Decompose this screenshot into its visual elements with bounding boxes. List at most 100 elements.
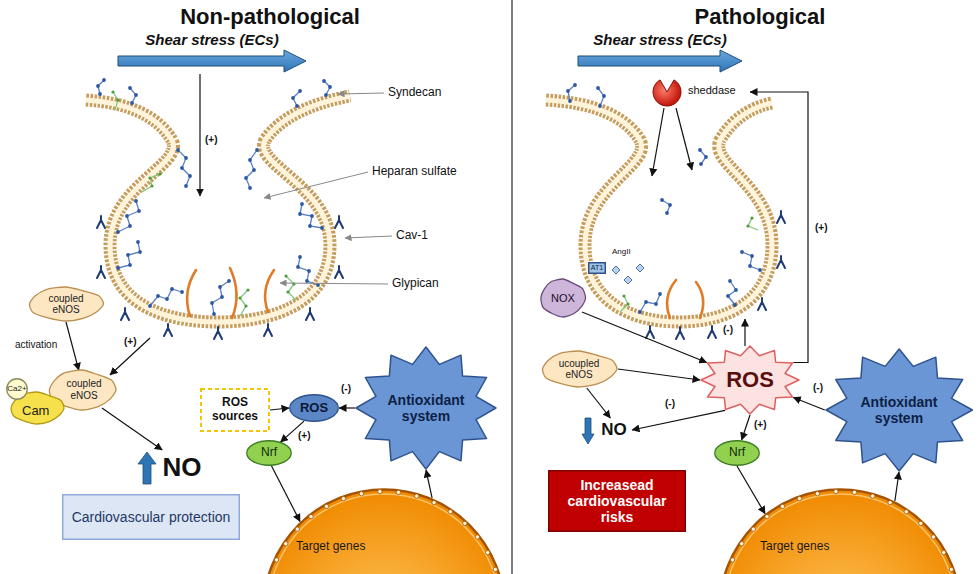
gag-chain: [142, 174, 160, 192]
connector: [632, 410, 725, 430]
node-text: Antioxidant system: [853, 394, 945, 426]
connector: [742, 415, 750, 440]
glypican-chain: [230, 268, 237, 318]
nucleus-shape: [919, 521, 923, 525]
label-slot: Pathological: [695, 4, 826, 29]
increase-arrow: [138, 452, 156, 484]
text-block: coupled eNOS: [35, 293, 97, 316]
nrf-ellipse: Nrf: [246, 440, 292, 466]
nucleus-shape: [931, 535, 935, 539]
nucleus-shape: [274, 558, 278, 562]
no-text: NO: [156, 450, 208, 486]
connector: [582, 312, 707, 363]
node-text: ucoupled eNOS: [548, 358, 610, 381]
gag-chain: [620, 296, 628, 312]
caveolin: [97, 266, 105, 278]
edge-label-slot: (-): [664, 398, 676, 409]
label-slot: Shear stress (ECs): [145, 31, 278, 48]
leader-line: [264, 172, 368, 198]
text-slot: Target genes: [760, 540, 829, 554]
edge-label: (+): [297, 430, 312, 441]
connector: [587, 388, 611, 418]
hs-chain: [150, 289, 182, 306]
edge-label-slot: (+): [814, 222, 829, 233]
connector: [618, 369, 700, 380]
node-text: Antioxidant system: [382, 392, 470, 424]
hs-chain: [118, 242, 140, 268]
enzyme-blob-shape: [542, 351, 617, 387]
node-text: sheddase: [688, 84, 736, 97]
text-block: ROS: [719, 367, 781, 392]
glypican-chain: [187, 270, 196, 316]
nucleus-shape: [780, 504, 784, 508]
antioxidant-star: Antioxidant system: [355, 346, 497, 470]
connector: [793, 398, 824, 411]
nucleus-outline: [262, 488, 506, 574]
caveolin: [121, 308, 129, 320]
nucleus-shape: [797, 496, 801, 500]
connector: [66, 322, 79, 370]
text-block: NO: [157, 453, 207, 483]
nucleus-shape: [852, 490, 856, 494]
nucleus-shape: [815, 491, 819, 495]
nucleus-shape: [724, 494, 956, 574]
label-slot: (+): [124, 336, 137, 348]
leader-lines: [264, 93, 392, 284]
nucleus-shape: [493, 567, 497, 571]
node-text: NOX: [544, 292, 582, 305]
ros-star: ROS: [700, 345, 800, 415]
part-label: Heparan sulfate: [372, 165, 457, 179]
part-label: AngII: [612, 247, 631, 256]
edge-label: (-): [812, 382, 824, 393]
text-block: Nrf: [720, 446, 754, 460]
arrow-label: Shear stress (ECs): [145, 31, 278, 48]
edge-label: (+): [753, 419, 768, 430]
node-text: Increasead cardiovascular risks: [555, 477, 679, 525]
hs-chain: [212, 281, 229, 314]
hs-chain: [598, 88, 604, 106]
connector: [737, 466, 765, 514]
nox-enzyme-shape: [541, 279, 586, 317]
panel-divider: [511, 0, 513, 574]
panel-title: Non-pathological: [180, 4, 360, 29]
nucleus-shape: [834, 489, 838, 493]
label-slot: Cav-1: [396, 229, 428, 243]
text-slot: Target genes: [296, 540, 365, 554]
hs-chain: [568, 85, 575, 101]
leader-line: [345, 236, 392, 238]
ros-ellipse-shape: [290, 395, 339, 422]
arrow-label: Shear stress (ECs): [593, 31, 726, 48]
edge-label-slot: (-): [340, 383, 352, 394]
source-box-shape: [201, 389, 269, 431]
caveolin: [264, 324, 272, 336]
nucleus-shape: [463, 521, 467, 525]
nucleus-shape: [341, 496, 345, 500]
nucleus-shape: [284, 542, 288, 546]
mechanism-arrows: [110, 108, 745, 375]
text-block: Ca2+: [6, 384, 28, 393]
hs-chain: [98, 80, 104, 94]
leader-line: [338, 93, 384, 94]
gag-chain: [240, 290, 248, 316]
cam-enos-complex: Camcoupled eNOSCa2+: [6, 368, 118, 426]
sheddase-shape: [653, 80, 681, 106]
hs-chain: [300, 204, 322, 228]
nucleus-shape: [295, 527, 299, 531]
nucleus-shape: [888, 500, 892, 504]
nucleus-shape: [414, 494, 418, 498]
calcium-ion-shape: [7, 379, 28, 400]
connector: [426, 470, 432, 498]
inhibition-arrow: [744, 319, 745, 346]
enzyme-blob: ucoupled eNOS: [540, 350, 618, 388]
nucleus-shape: [475, 535, 479, 539]
hs-chain: [298, 257, 318, 285]
nucleus-shape: [324, 504, 328, 508]
caveolin: [758, 298, 766, 310]
node-text: AT1: [588, 264, 606, 272]
edge-label-slot: (+): [753, 419, 768, 430]
glypican-chain: [265, 270, 274, 312]
hs-chain: [324, 81, 330, 95]
hs-chain: [640, 294, 660, 312]
nox-enzyme: NOX: [539, 278, 587, 318]
receptor-shape: [589, 263, 606, 274]
